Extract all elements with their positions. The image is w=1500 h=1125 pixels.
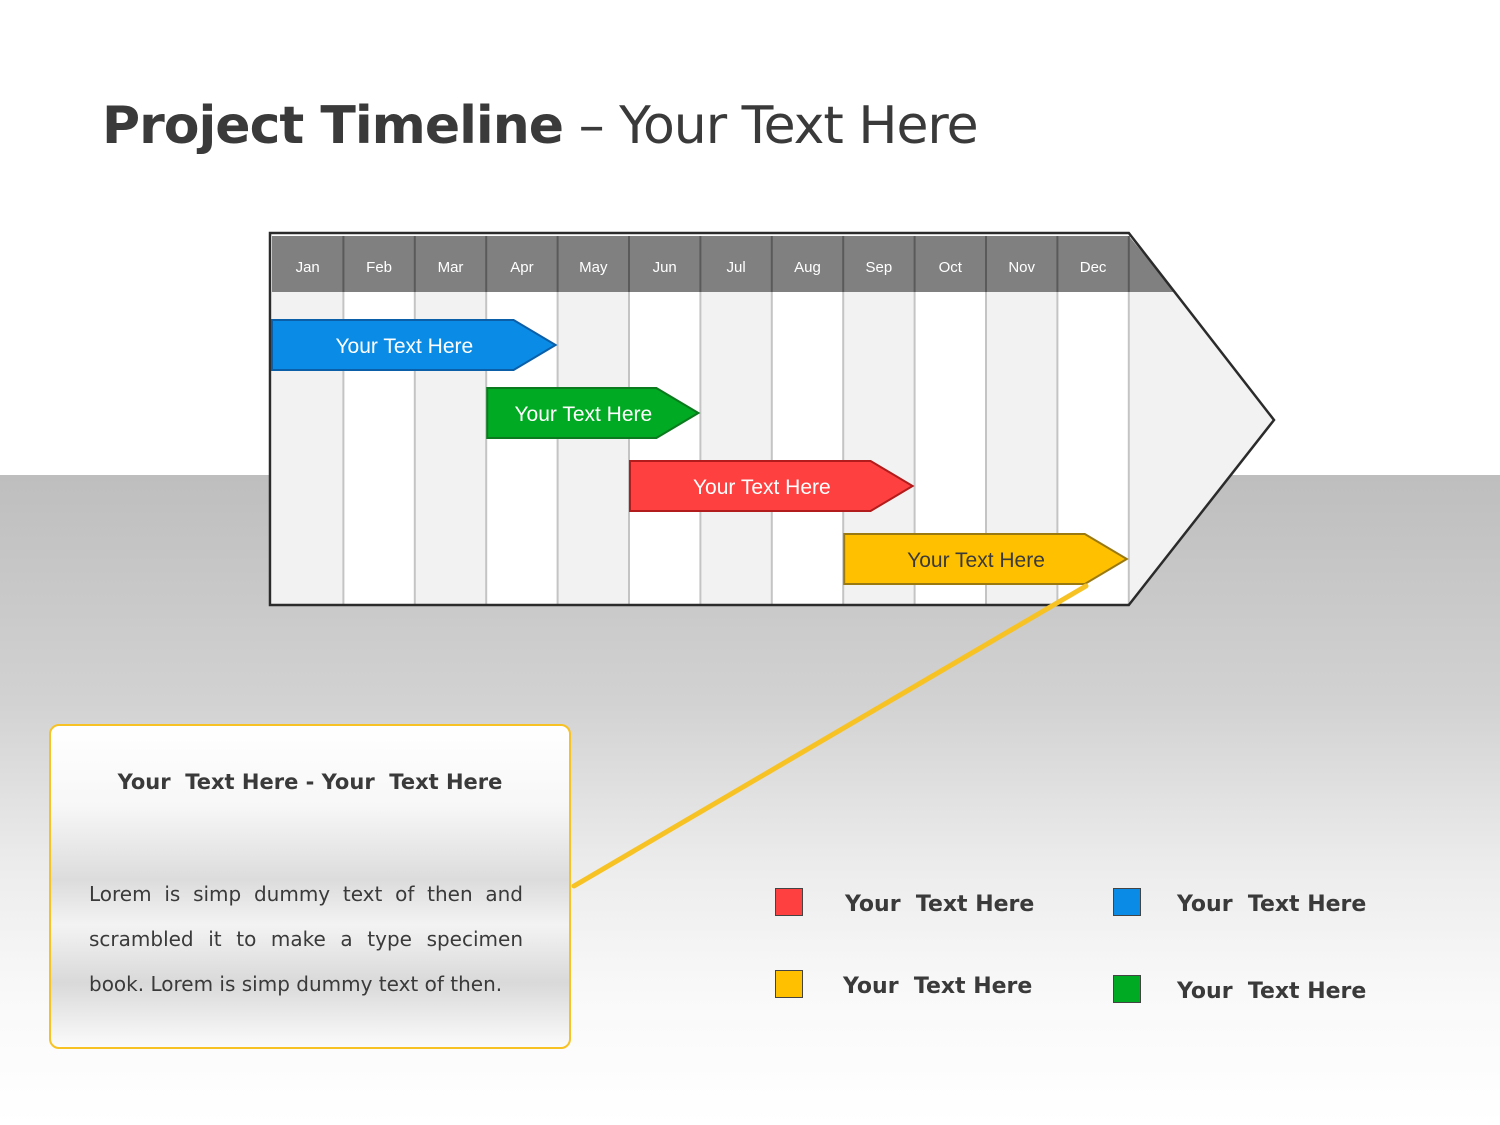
legend-label: Your Text Here: [845, 892, 1035, 917]
page-title: Project Timeline – Your Text Here: [102, 96, 979, 156]
task-arrow: Your Text Here: [629, 460, 915, 512]
month-column-shade: [700, 292, 772, 605]
month-label: Sep: [866, 259, 893, 276]
timeline-header: Jan Feb Mar Apr May Jun Jul Aug Sep Oct Nov Dec: [272, 236, 1175, 292]
month-label: Aug: [794, 259, 821, 276]
task-arrow-label: Your Text Here: [335, 335, 473, 358]
connector-line: [571, 583, 1089, 889]
task-arrow-shape: [271, 319, 558, 371]
month-label: Apr: [510, 259, 533, 276]
timeline-outline: [268, 231, 1276, 607]
legend-label: Your Text Here: [1177, 892, 1367, 917]
legend-label: Your Text Here: [843, 974, 1033, 999]
month-label: Nov: [1008, 259, 1035, 276]
task-arrow-label: Your Text Here: [907, 549, 1045, 572]
month-label: Jul: [727, 259, 746, 276]
callout-heading: Your Text Here - Your Text Here: [117, 770, 503, 794]
task-arrow: Your Text Here: [486, 387, 701, 439]
callout-box: Your Text Here - Your Text Here Lorem is…: [49, 724, 571, 1049]
month-label: Jun: [653, 259, 677, 276]
legend-swatch: [1113, 888, 1141, 916]
task-arrow-label: Your Text Here: [514, 403, 652, 426]
timeline-arrow-head: [1128, 292, 1274, 605]
callout-connector: [571, 583, 1089, 889]
page-title-bold: Project Timeline: [102, 96, 564, 156]
legend-swatch: [775, 970, 803, 998]
month-column-shade: [557, 292, 629, 605]
task-arrow: Your Text Here: [843, 533, 1129, 585]
task-arrow-shape: [843, 533, 1129, 585]
callout-body: Lorem is simp dummy text of then and scr…: [89, 882, 523, 996]
month-label: Jan: [296, 259, 320, 276]
legend-label: Your Text Here: [1177, 979, 1367, 1004]
month-label: Dec: [1080, 259, 1107, 276]
legend-swatch: [1113, 975, 1141, 1003]
task-arrow: Your Text Here: [271, 319, 558, 371]
task-arrow-shape: [629, 460, 915, 512]
month-label: Feb: [366, 259, 392, 276]
month-label: Mar: [438, 259, 464, 276]
task-arrow-shape: [486, 387, 701, 439]
month-header-band: [272, 236, 1175, 292]
page-title-rest: – Your Text Here: [563, 96, 979, 156]
month-label: Oct: [939, 259, 963, 276]
month-label: May: [579, 259, 608, 276]
timeline-frame: [268, 231, 1276, 607]
legend-swatch: [775, 888, 803, 916]
task-arrow-label: Your Text Here: [693, 476, 831, 499]
